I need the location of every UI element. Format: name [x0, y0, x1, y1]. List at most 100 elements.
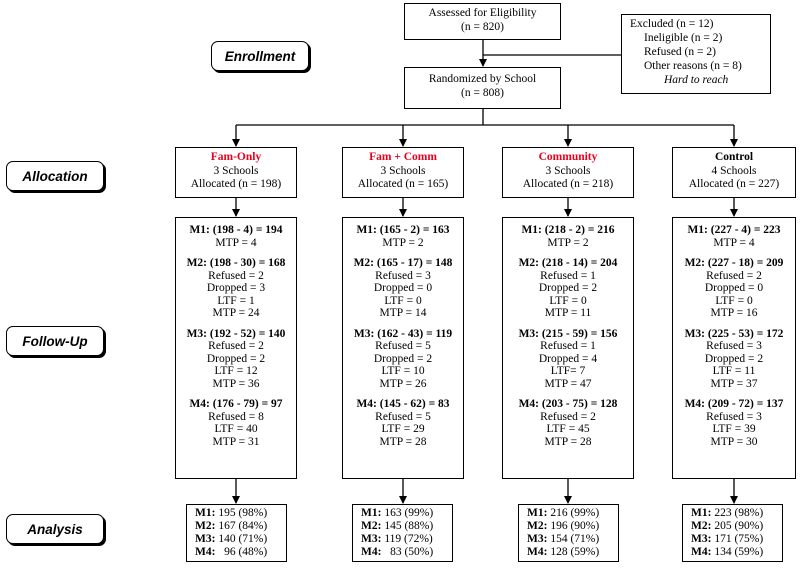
analysis-m1-label: M1: [361, 507, 382, 519]
analysis-m2-value: 167 (84%) [218, 520, 268, 532]
m2-refused: Refused = 3 [375, 269, 431, 282]
randomized-count: (n = 808) [461, 86, 504, 99]
stage-analysis-label: Analysis [27, 521, 83, 537]
m4-ltf: LTF = 40 [214, 423, 258, 435]
followup-m3: M3: (215 - 59) = 156 Refused = 1 Dropped… [503, 328, 633, 391]
m4-refused: Refused = 5 [375, 410, 431, 423]
analysis-m3-value: 154 (71%) [550, 533, 600, 545]
m3-dropped: Dropped = 2 [373, 352, 433, 365]
followup-m2: M2: (165 - 17) = 148 Refused = 3 Dropped… [343, 257, 463, 320]
m2-heading: M2: (227 - 18) = 209 [684, 257, 784, 269]
followup-m4: M4: (209 - 72) = 137 Refused = 3 LTF = 3… [673, 398, 795, 448]
excluded-other: Other reasons (n = 8) [644, 60, 742, 72]
arm-schools: 3 Schools [545, 164, 591, 177]
analysis-m2-label: M2: [527, 520, 548, 532]
m2-ltf: LTF = 0 [549, 294, 587, 307]
followup-m2: M2: (218 - 14) = 204 Refused = 1 Dropped… [503, 257, 633, 320]
m3-refused: Refused = 1 [540, 340, 596, 352]
m4-heading: M4: (145 - 62) = 83 [356, 398, 450, 410]
allocation-box-fam-only: Fam-Only 3 Schools Allocated (n = 198) [175, 147, 297, 198]
randomized-label: Randomized by School [428, 73, 537, 85]
m2-ltf: LTF = 0 [715, 294, 753, 307]
analysis-m1-label: M1: [527, 507, 548, 519]
analysis-box-control: M1: 223 (98%) M2: 205 (90%) M3: 171 (75%… [682, 504, 783, 562]
analysis-m2-label: M2: [195, 520, 216, 532]
excluded-box: Excluded (n = 12) Ineligible (n = 2) Ref… [621, 14, 771, 94]
m2-ltf: LTF = 1 [217, 294, 255, 307]
m3-ltf: LTF = 11 [712, 365, 756, 377]
analysis-m1-label: M1: [195, 507, 216, 519]
m1-heading: M1: (218 - 2) = 216 [521, 224, 615, 236]
randomized-box: Randomized by School (n = 808) [404, 67, 561, 109]
followup-box-fam-only: M1: (198 - 4) = 194 MTP = 4 M2: (198 - 3… [175, 217, 297, 479]
analysis-m3-label: M3: [361, 533, 382, 545]
followup-m4: M4: (145 - 62) = 83 Refused = 5 LTF = 29… [343, 398, 463, 448]
stage-allocation: Allocation [6, 161, 104, 191]
m4-mtp: MTP = 28 [379, 435, 427, 448]
analysis-m2-label: M2: [691, 520, 712, 532]
analysis-m4-value: 128 (59%) [550, 546, 600, 558]
m3-heading: M3: (225 - 53) = 172 [684, 327, 784, 340]
arm-name: Fam-Only [210, 151, 262, 163]
m4-ltf: LTF = 45 [546, 423, 590, 435]
assessed-label: Assessed for Eligibility [428, 7, 537, 19]
analysis-m1-value: 216 (99%) [550, 507, 600, 519]
excluded-total: Excluded (n = 12) [630, 18, 714, 30]
arm-allocated: Allocated (n = 165) [357, 178, 449, 190]
m2-heading: M2: (198 - 30) = 168 [186, 257, 286, 269]
assessed-box: Assessed for Eligibility (n = 820) [404, 3, 561, 40]
m3-mtp: MTP = 36 [212, 377, 260, 390]
m1-mtp: MTP = 2 [382, 236, 424, 249]
analysis-m3-value: 171 (75%) [714, 533, 764, 545]
followup-box-control: M1: (227 - 4) = 223 MTP = 4 M2: (227 - 1… [672, 217, 796, 479]
m3-heading: M3: (215 - 59) = 156 [518, 327, 618, 340]
allocation-box-control: Control 4 Schools Allocated (n = 227) [672, 147, 796, 198]
m4-mtp: MTP = 28 [544, 435, 592, 448]
m2-dropped: Dropped = 2 [538, 282, 598, 294]
m1-heading: M1: (165 - 2) = 163 [356, 224, 450, 236]
analysis-m2-value: 205 (90%) [714, 520, 764, 532]
analysis-m4-label: M4: [361, 546, 382, 558]
m3-mtp: MTP = 47 [544, 377, 592, 390]
analysis-m2-value: 145 (88%) [384, 520, 434, 532]
analysis-m1-label: M1: [691, 507, 712, 519]
m3-refused: Refused = 2 [208, 340, 264, 352]
m2-mtp: MTP = 11 [544, 307, 592, 319]
m3-heading: M3: (192 - 52) = 140 [186, 327, 286, 340]
analysis-m3-label: M3: [527, 533, 548, 545]
analysis-m2-value: 196 (90%) [550, 520, 600, 532]
m2-ltf: LTF = 0 [384, 294, 422, 307]
assessed-count: (n = 820) [461, 20, 504, 33]
m4-refused: Refused = 3 [706, 410, 762, 423]
analysis-m3-value: 140 (71%) [218, 533, 268, 545]
followup-box-community: M1: (218 - 2) = 216 MTP = 2 M2: (218 - 1… [502, 217, 634, 479]
followup-m3: M3: (162 - 43) = 119 Refused = 5 Dropped… [343, 328, 463, 391]
analysis-m4-value: 134 (59%) [714, 546, 764, 558]
followup-m1: M1: (198 - 4) = 194 MTP = 4 [176, 224, 296, 249]
m2-refused: Refused = 2 [706, 269, 762, 282]
followup-m1: M1: (165 - 2) = 163 MTP = 2 [343, 224, 463, 249]
m2-dropped: Dropped = 0 [373, 282, 433, 294]
allocation-box-community: Community 3 Schools Allocated (n = 218) [502, 147, 634, 198]
followup-m1: M1: (227 - 4) = 223 MTP = 4 [673, 224, 795, 249]
m4-mtp: MTP = 30 [710, 435, 758, 448]
analysis-m3-label: M3: [691, 533, 712, 545]
analysis-m1-value: 195 (98%) [218, 507, 268, 519]
analysis-m1-value: 223 (98%) [714, 507, 764, 519]
arm-allocated: Allocated (n = 218) [522, 178, 614, 190]
analysis-m4-value: 83 (50%) [390, 546, 434, 558]
m3-refused: Refused = 3 [706, 340, 762, 352]
analysis-m1-value: 163 (99%) [384, 507, 434, 519]
analysis-box-fam-comm: M1: 163 (99%) M2: 145 (88%) M3: 119 (72%… [352, 504, 453, 562]
stage-enrollment: Enrollment [211, 41, 309, 71]
excluded-hard-to-reach: Hard to reach [664, 74, 729, 86]
arm-schools: 3 Schools [213, 164, 259, 177]
analysis-box-fam-only: M1: 195 (98%) M2: 167 (84%) M3: 140 (71%… [186, 504, 287, 562]
m2-mtp: MTP = 14 [379, 307, 427, 319]
m4-mtp: MTP = 31 [212, 435, 260, 448]
m4-heading: M4: (203 - 75) = 128 [518, 398, 618, 410]
m3-dropped: Dropped = 4 [538, 352, 598, 365]
m1-heading: M1: (198 - 4) = 194 [189, 224, 283, 236]
analysis-m4-value: 96 (48%) [224, 546, 268, 558]
